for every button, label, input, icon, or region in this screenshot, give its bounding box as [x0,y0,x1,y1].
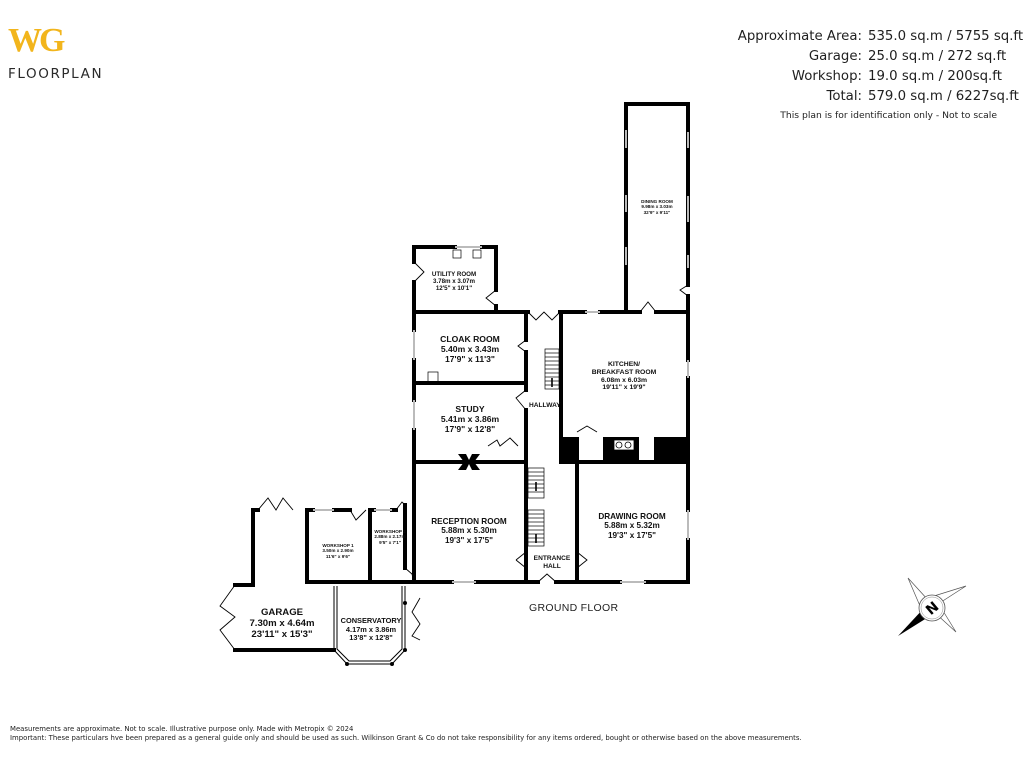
area-value: 25.0 sq.m / 272 sq.ft [868,49,1007,64]
floor-title: GROUND FLOOR [529,602,619,614]
room-label-workshop-2: WORKSHOP 2 2.88m x 2.17m 9'5" x 7'1" [374,529,405,545]
room-name: UTILITY ROOM [431,271,477,278]
area-value: 579.0 sq.m / 6227sq.ft [868,89,1019,104]
area-value: 535.0 sq.m / 5755 sq.ft [868,29,1024,44]
area-value: 19.0 sq.m / 200sq.ft [868,69,1002,84]
room-metric: 5.88m x 5.30m [441,526,497,536]
room-label-dining: DINING ROOM 9.98m x 3.03m 32'9" x 9'11" [641,199,673,215]
area-label: Total: [826,89,862,104]
room-label-drawing: DRAWING ROOM 5.88m x 5.32m 19'3" x 17'5" [598,512,665,540]
room-metric: 2.88m x 2.17m [374,534,406,540]
room-metric: 5.40m x 3.43m [440,343,500,354]
room-metric: 4.17m x 3.86m [345,624,397,634]
logo-subtitle: FLOORPLAN [8,66,104,82]
room-metric: 3.78m x 3.07m [433,278,475,286]
compass-north-icon: N [898,577,967,636]
room-label-conservatory: CONSERVATORY 4.17m x 3.86m 13'8" x 12'8" [340,616,402,643]
logo-mark: WG [8,22,65,59]
room-label-cloak: CLOAK ROOM 5.40m x 3.43m 17'9" x 11'3" [440,334,500,365]
room-name-2: HALL [543,562,561,570]
room-name: DRAWING ROOM [598,512,666,521]
footer-line-1: Measurements are approximate. Not to sca… [10,725,354,733]
room-metric: 5.88m x 5.32m [604,521,660,531]
area-row-garage: Garage: 25.0 sq.m / 272 sq.ft [738,47,1018,67]
room-name-2: BREAKFAST ROOM [591,368,657,376]
footer-disclaimer: Measurements are approximate. Not to sca… [10,725,802,743]
footer-line-2: Important: These particulars hve been pr… [10,734,802,742]
room-metric: 5.41m x 3.86m [440,413,500,424]
area-row-workshop: Workshop: 19.0 sq.m / 200sq.ft [738,67,1018,87]
room-label-workshop-1: WORKSHOP 1 3.50m x 2.90m 11'6" x 9'6" [322,543,353,559]
room-metric: 6.08m x 6.03m [600,376,648,384]
room-name: DINING ROOM [641,199,673,204]
room-metric: 7.30m x 4.64m [249,618,315,630]
room-label-entrance-hall: ENTRANCE HALL [534,555,571,570]
area-summary: Approximate Area: 535.0 sq.m / 5755 sq.f… [737,27,1024,107]
room-metric: 9.98m x 3.03m [641,204,673,210]
room-imperial: 19'11" x 19'9" [602,384,646,392]
room-imperial: 12'5" x 10'1" [435,285,473,293]
room-imperial: 32'9" x 9'11" [643,209,671,215]
room-name: GARAGE [260,607,304,618]
area-label: Garage: [808,49,862,64]
room-imperial: 17'9" x 12'8" [444,423,496,434]
room-name: STUDY [455,404,485,414]
room-imperial: 19'3" x 17'5" [607,530,657,540]
room-label-kitchen: KITCHEN/ BREAKFAST ROOM 6.08m x 6.03m 19… [592,361,657,392]
area-row-total: Total: 579.0 sq.m / 6227sq.ft [738,87,1018,107]
room-imperial: 11'6" x 9'6" [325,553,351,559]
room-name: KITCHEN/ [607,361,641,368]
area-label: Workshop: [791,69,862,84]
room-label-utility: UTILITY ROOM 3.78m x 3.07m 12'5" x 10'1" [432,271,476,292]
room-imperial: 17'9" x 11'3" [445,353,495,364]
room-label-hallway: HALLWAY [529,402,561,409]
room-label-study: STUDY 5.41m x 3.86m 17'9" x 12'8" [440,404,500,435]
plan-disclaimer: This plan is for identification only - N… [780,110,997,121]
room-imperial: 19'3" x 17'5" [444,535,494,545]
room-name: CONSERVATORY [340,616,402,625]
room-label-garage: GARAGE 7.30m x 4.64m 23'11" x 15'3" [249,607,314,640]
room-name: WORKSHOP 1 [322,543,354,548]
room-name: WORKSHOP 2 [374,529,406,534]
room-name: RECEPTION ROOM [431,517,507,526]
area-row-approximate: Approximate Area: 535.0 sq.m / 5755 sq.f… [737,27,1024,47]
room-metric: 3.50m x 2.90m [322,548,354,554]
room-name: CLOAK ROOM [440,334,500,344]
room-imperial: 23'11" x 15'3" [251,629,313,641]
area-label: Approximate Area: [737,29,862,44]
brand-logo: WG FLOORPLAN [8,22,104,83]
room-imperial: 9'5" x 7'1" [379,539,401,545]
room-imperial: 13'8" x 12'8" [349,633,393,643]
room-name: ENTRANCE [533,555,571,562]
room-label-reception: RECEPTION ROOM 5.88m x 5.30m 19'3" x 17'… [431,517,507,545]
